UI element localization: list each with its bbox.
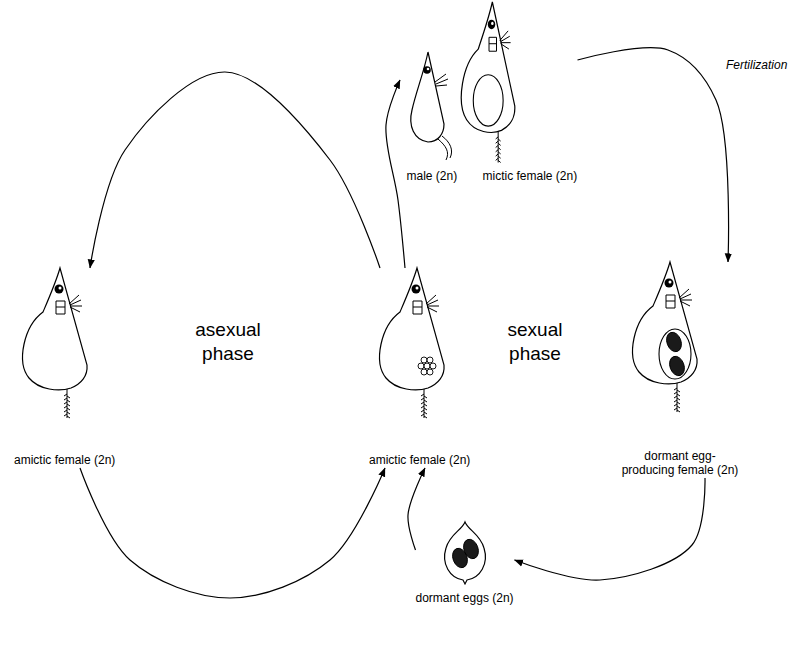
corona-cilia [679, 289, 692, 306]
organism-figure [400, 52, 460, 164]
connector-group [80, 48, 729, 598]
corona-cilia [435, 74, 448, 86]
cycle-arrow [578, 48, 729, 262]
organism-label: male (2n) [407, 168, 458, 184]
organism-drawing [23, 268, 87, 418]
male-organ [438, 136, 452, 160]
dormant-egg [667, 354, 687, 378]
eyespot [488, 20, 495, 30]
eyespot [423, 66, 431, 74]
mastax-line [413, 307, 422, 308]
organism-drawing [380, 268, 444, 418]
organism-figure [372, 268, 462, 420]
cycle-arrow [408, 468, 425, 550]
dormant-egg [461, 537, 481, 561]
parthenogenetic-egg [427, 369, 433, 375]
phase-label: sexual phase [495, 318, 575, 366]
organism-label: mictic female (2n) [483, 168, 578, 184]
eyespot-highlight [491, 22, 493, 25]
organism-figure [15, 268, 105, 420]
organism-node: dormant egg-producing female (2n) [620, 262, 740, 478]
organism-label: dormant eggs (2n) [416, 590, 514, 606]
phase-label: asexual phase [188, 318, 268, 366]
cycle-arrow [90, 72, 380, 268]
parthenogenetic-egg [430, 363, 436, 369]
organism-figure [455, 2, 530, 164]
mastax-line [56, 307, 65, 308]
rotifer-body [380, 268, 444, 390]
cycle-arrow [80, 468, 385, 598]
organism-node: amictic female (2n) [369, 268, 471, 468]
parthenogenetic-egg [424, 363, 430, 369]
organism-drawing [461, 2, 515, 163]
corona-cilia [500, 31, 511, 49]
organism-drawing [633, 262, 697, 412]
parthenogenetic-egg [418, 363, 424, 369]
rotifer-body [23, 268, 87, 390]
organism-label: dormant egg-producing female (2n) [620, 448, 740, 478]
cycle-arrow [386, 80, 405, 268]
cycle-arrow [515, 478, 706, 580]
organism-node: dormant eggs (2n) [416, 520, 515, 606]
organism-label: amictic female (2n) [14, 452, 115, 468]
rotifer-body [411, 52, 444, 142]
eyespot-highlight [427, 68, 430, 71]
corona-cilia [69, 295, 82, 312]
organism-node: mictic female (2n) [455, 2, 578, 184]
organism-drawing [411, 52, 452, 160]
eyespot [665, 279, 674, 288]
edge-label: Fertilization [724, 58, 789, 72]
organism-figure [440, 520, 490, 586]
parthenogenetic-egg [427, 357, 433, 363]
organism-node: male (2n) [400, 52, 460, 184]
rotifer-foot [421, 389, 427, 418]
organism-node: amictic female (2n) [14, 268, 116, 468]
eyespot-highlight [416, 287, 419, 290]
eyespot-highlight [669, 281, 672, 284]
organism-label: amictic female (2n) [369, 452, 470, 468]
organism-figure [625, 262, 715, 414]
rotifer-foot [496, 131, 501, 162]
eyespot [412, 285, 421, 294]
rotifer-foot [674, 383, 680, 412]
eyespot [55, 285, 64, 294]
egg-capsule [445, 522, 486, 584]
rotifer-foot [64, 389, 70, 418]
mastax [56, 301, 65, 314]
organism-drawing [445, 522, 486, 584]
corona-cilia [426, 295, 439, 312]
mastax-line [489, 43, 496, 44]
ovary [473, 75, 503, 126]
parthenogenetic-egg [421, 357, 427, 363]
dormant-egg [664, 330, 684, 354]
mastax [489, 37, 496, 51]
rotifer-body [633, 262, 697, 384]
rotifer-body [461, 2, 515, 132]
eyespot-highlight [59, 287, 62, 290]
mastax [413, 301, 422, 314]
parthenogenetic-egg [421, 369, 427, 375]
mastax [666, 295, 675, 308]
mastax-line [666, 301, 675, 302]
egg-chamber [659, 329, 691, 379]
